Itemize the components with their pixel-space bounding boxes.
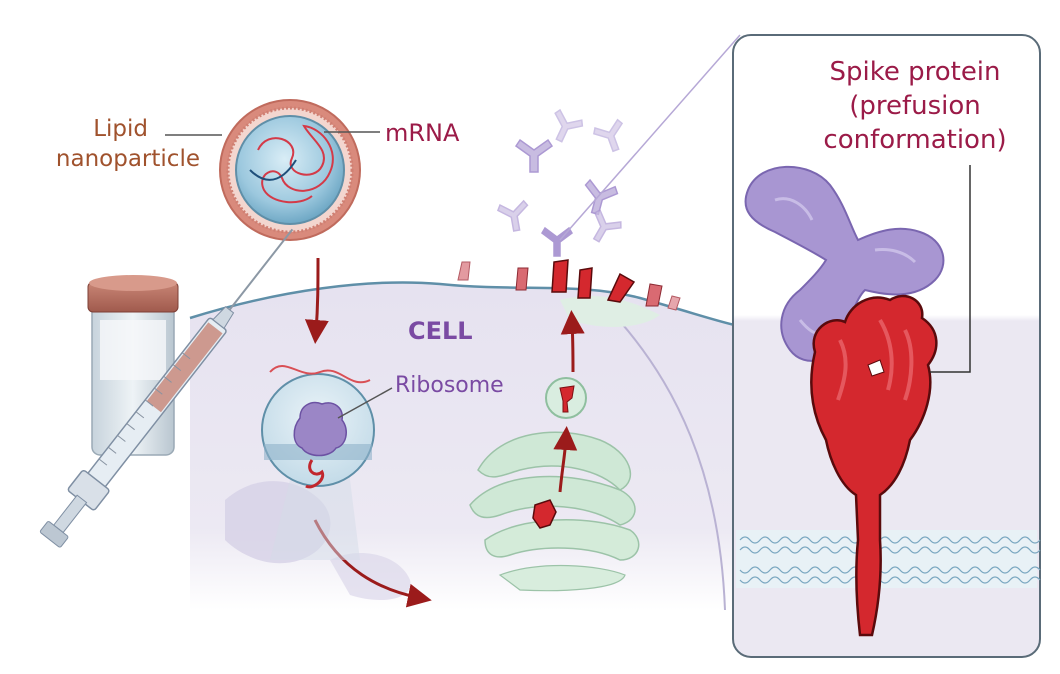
transport-vesicle: [545, 377, 587, 419]
antibodies: [496, 108, 624, 257]
antibody-icon: [744, 165, 945, 362]
label-nanoparticle: nanoparticle: [56, 146, 200, 172]
ribosome-icon: [293, 401, 348, 457]
cell-membrane-bilayer: [736, 530, 1041, 588]
mrna-strand: [257, 124, 334, 204]
spike-in-golgi: [532, 499, 557, 529]
label-spike-3: conformation): [823, 125, 1006, 155]
label-ribosome: Ribosome: [395, 373, 504, 398]
lipid-nanoparticle-icon: [165, 99, 380, 241]
label-spike-1: Spike protein: [829, 57, 1000, 87]
spike-detail-panel: [732, 34, 1041, 658]
label-cell: CELL: [408, 317, 473, 345]
label-lipid: Lipid: [93, 116, 148, 142]
golgi-apparatus: [469, 431, 640, 592]
ribosome-zoom: [261, 365, 393, 560]
surface-spike-proteins: [457, 259, 681, 311]
zoom-line: [559, 34, 741, 241]
label-mrna: mRNA: [385, 119, 460, 147]
syringe-icon: [39, 228, 294, 548]
label-spike-2: (prefusion: [849, 91, 981, 121]
